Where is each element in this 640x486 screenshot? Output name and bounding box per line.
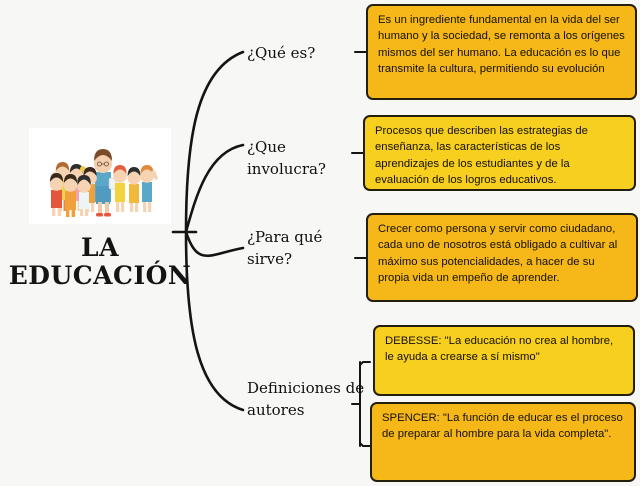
- content-box-que-es[interactable]: Es un ingrediente fundamental en la vida…: [366, 4, 637, 100]
- figure-child-8: [63, 174, 78, 217]
- branch-curve-definiciones: [184, 230, 245, 412]
- branch-label-que-es[interactable]: ¿Qué es?: [247, 44, 316, 62]
- branch-curve-que-es: [184, 50, 245, 234]
- branch-label-para-que-sirve[interactable]: ¿Para qué sirve?: [247, 228, 323, 268]
- branch-curve-que-involucra: [184, 143, 245, 234]
- branch-curve-para-que-sirve: [184, 230, 245, 258]
- central-node: LA EDUCACIÓN: [6, 128, 194, 290]
- figure-child-6: [140, 165, 158, 212]
- content-box-para-que-sirve[interactable]: Crecer como persona y servir como ciudad…: [366, 213, 638, 302]
- figure-child-5: [127, 167, 141, 212]
- bracket-arm-spencer: [359, 442, 371, 447]
- title-line-2: EDUCACIÓN: [8, 261, 192, 290]
- bracket-arm-debesse: [359, 361, 371, 366]
- figure-child-9: [77, 175, 91, 216]
- title-line-1: LA: [81, 233, 119, 262]
- content-box-debesse[interactable]: DEBESSE: "La educación no crea al hombre…: [373, 325, 635, 396]
- figure-teacher: [94, 149, 117, 217]
- content-box-spencer[interactable]: SPENCER: "La función de educar es el pro…: [370, 402, 636, 482]
- page-title: LA EDUCACIÓN: [6, 234, 194, 290]
- figure-child-7: [49, 173, 64, 216]
- branch-label-que-involucra[interactable]: ¿Que involucra?: [247, 138, 326, 178]
- figure-child-4: [113, 165, 127, 212]
- content-box-que-involucra[interactable]: Procesos que describen las estrategias d…: [363, 115, 636, 191]
- education-clipart-image: [29, 128, 171, 224]
- branch-label-definiciones[interactable]: Definiciones de autores: [247, 379, 365, 419]
